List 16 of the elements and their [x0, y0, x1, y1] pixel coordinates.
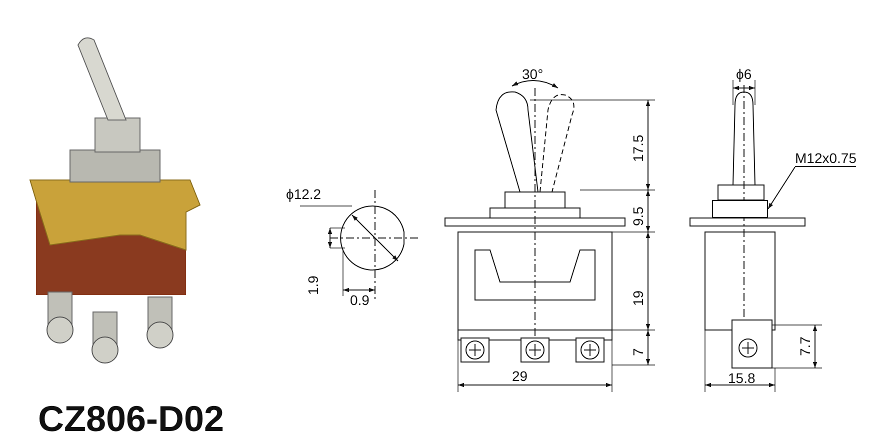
thread-callout: M12x0.75 [795, 150, 856, 167]
hex-nut [712, 200, 768, 218]
dimension-value: 19 [630, 290, 646, 306]
dimension-value: 7.7 [797, 336, 813, 356]
dimension-value: 7 [630, 348, 646, 356]
dimension-value: 15.8 [728, 370, 756, 386]
dimension-value: 9.5 [630, 206, 646, 226]
dimension-value: 30° [522, 66, 544, 82]
dimension-value: ϕ12.2 [286, 186, 322, 202]
dimension-value: 0.9 [350, 292, 370, 308]
dimension-value: 17.5 [630, 134, 646, 162]
model-title: CZ806-D02 [38, 398, 224, 440]
dimension-value: ϕ6 [736, 66, 752, 82]
leader-line [768, 166, 796, 210]
dimension-value: 1.9 [305, 276, 321, 295]
dimension-value: 29 [512, 368, 528, 384]
